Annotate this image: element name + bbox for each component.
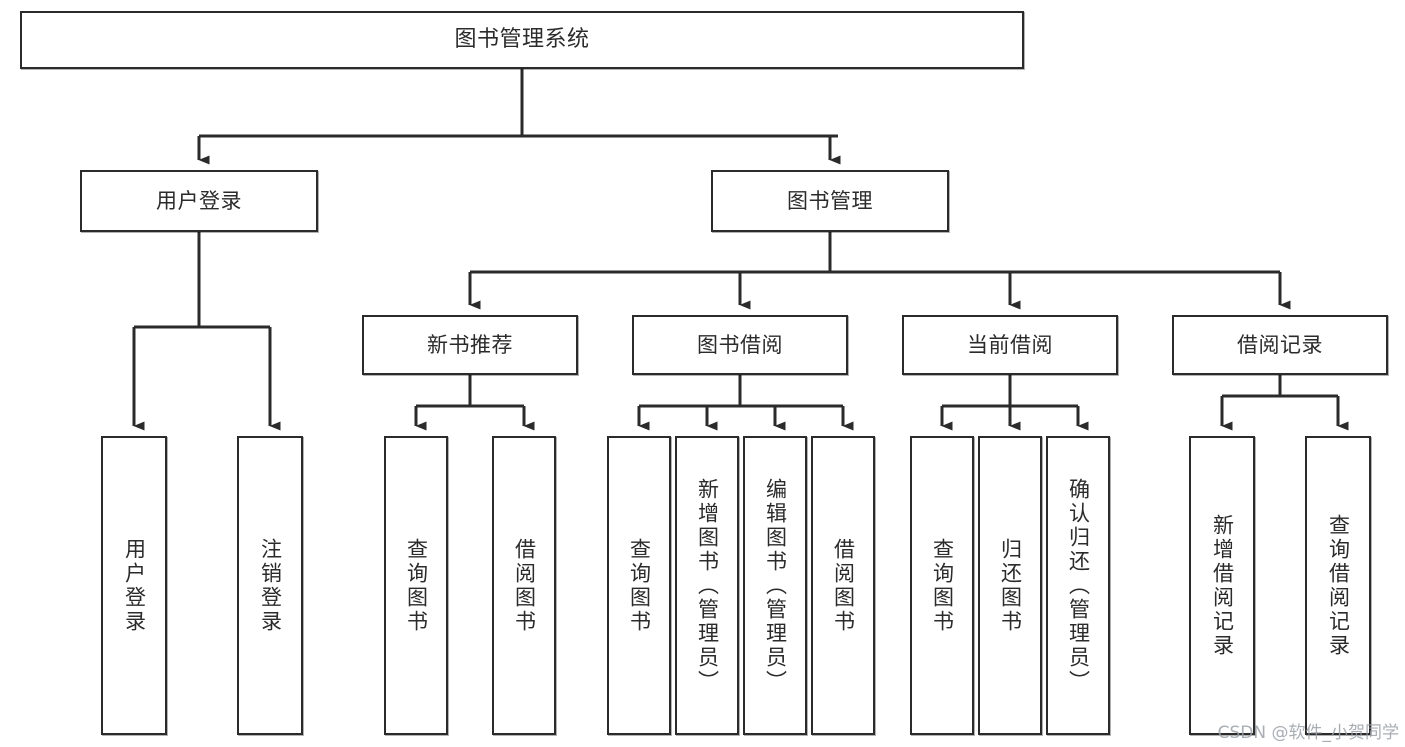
node-user-login-label: 用户登录 <box>156 188 242 213</box>
node-leaf-book-borrow-1[interactable]: 查询图书 <box>607 436 671 735</box>
watermark-text: CSDN @软件_小贺同学 <box>1217 723 1399 743</box>
node-leaf-new-book-1-label: 查询图书 <box>404 537 429 634</box>
node-book-borrow[interactable]: 图书借阅 <box>632 315 848 375</box>
node-leaf-new-book-2-label: 借阅图书 <box>512 537 537 634</box>
node-new-book-recommend-label: 新书推荐 <box>427 332 513 357</box>
node-leaf-book-borrow-2-label: 新增图书（管理员） <box>695 477 720 694</box>
node-leaf-borrow-record-2[interactable]: 查询借阅记录 <box>1305 436 1371 735</box>
node-current-borrow[interactable]: 当前借阅 <box>902 315 1118 375</box>
node-new-book-recommend[interactable]: 新书推荐 <box>362 315 578 375</box>
node-leaf-book-borrow-1-label: 查询图书 <box>627 537 652 634</box>
node-leaf-current-borrow-1[interactable]: 查询图书 <box>910 436 974 735</box>
node-leaf-current-borrow-3-label: 确认归还（管理员） <box>1066 477 1091 694</box>
node-user-login[interactable]: 用户登录 <box>80 170 318 232</box>
node-leaf-book-borrow-4[interactable]: 借阅图书 <box>811 436 875 735</box>
node-leaf-borrow-record-1[interactable]: 新增借阅记录 <box>1189 436 1255 735</box>
node-leaf-book-borrow-4-label: 借阅图书 <box>831 537 856 634</box>
node-leaf-user-login-2[interactable]: 注销登录 <box>237 436 303 735</box>
node-root-label: 图书管理系统 <box>454 27 590 53</box>
node-leaf-borrow-record-2-label: 查询借阅记录 <box>1326 513 1351 658</box>
node-leaf-current-borrow-3[interactable]: 确认归还（管理员） <box>1046 436 1110 735</box>
node-borrow-record-label: 借阅记录 <box>1237 332 1323 357</box>
node-book-borrow-label: 图书借阅 <box>697 332 783 357</box>
node-root-book-management-system[interactable]: 图书管理系统 <box>20 11 1024 69</box>
node-leaf-user-login-1-label: 用户登录 <box>122 537 147 634</box>
node-leaf-current-borrow-2-label: 归还图书 <box>998 537 1023 634</box>
node-borrow-record[interactable]: 借阅记录 <box>1172 315 1388 375</box>
node-leaf-current-borrow-1-label: 查询图书 <box>930 537 955 634</box>
node-leaf-borrow-record-1-label: 新增借阅记录 <box>1210 513 1235 658</box>
node-book-management-label: 图书管理 <box>787 188 873 213</box>
node-leaf-new-book-2[interactable]: 借阅图书 <box>492 436 556 735</box>
node-leaf-user-login-1[interactable]: 用户登录 <box>101 436 167 735</box>
node-current-borrow-label: 当前借阅 <box>967 332 1053 357</box>
node-leaf-book-borrow-3[interactable]: 编辑图书（管理员） <box>743 436 807 735</box>
node-leaf-book-borrow-3-label: 编辑图书（管理员） <box>763 477 788 694</box>
node-book-management[interactable]: 图书管理 <box>711 170 949 232</box>
node-leaf-user-login-2-label: 注销登录 <box>258 537 283 634</box>
node-leaf-new-book-1[interactable]: 查询图书 <box>384 436 448 735</box>
node-leaf-book-borrow-2[interactable]: 新增图书（管理员） <box>675 436 739 735</box>
node-leaf-current-borrow-2[interactable]: 归还图书 <box>978 436 1042 735</box>
